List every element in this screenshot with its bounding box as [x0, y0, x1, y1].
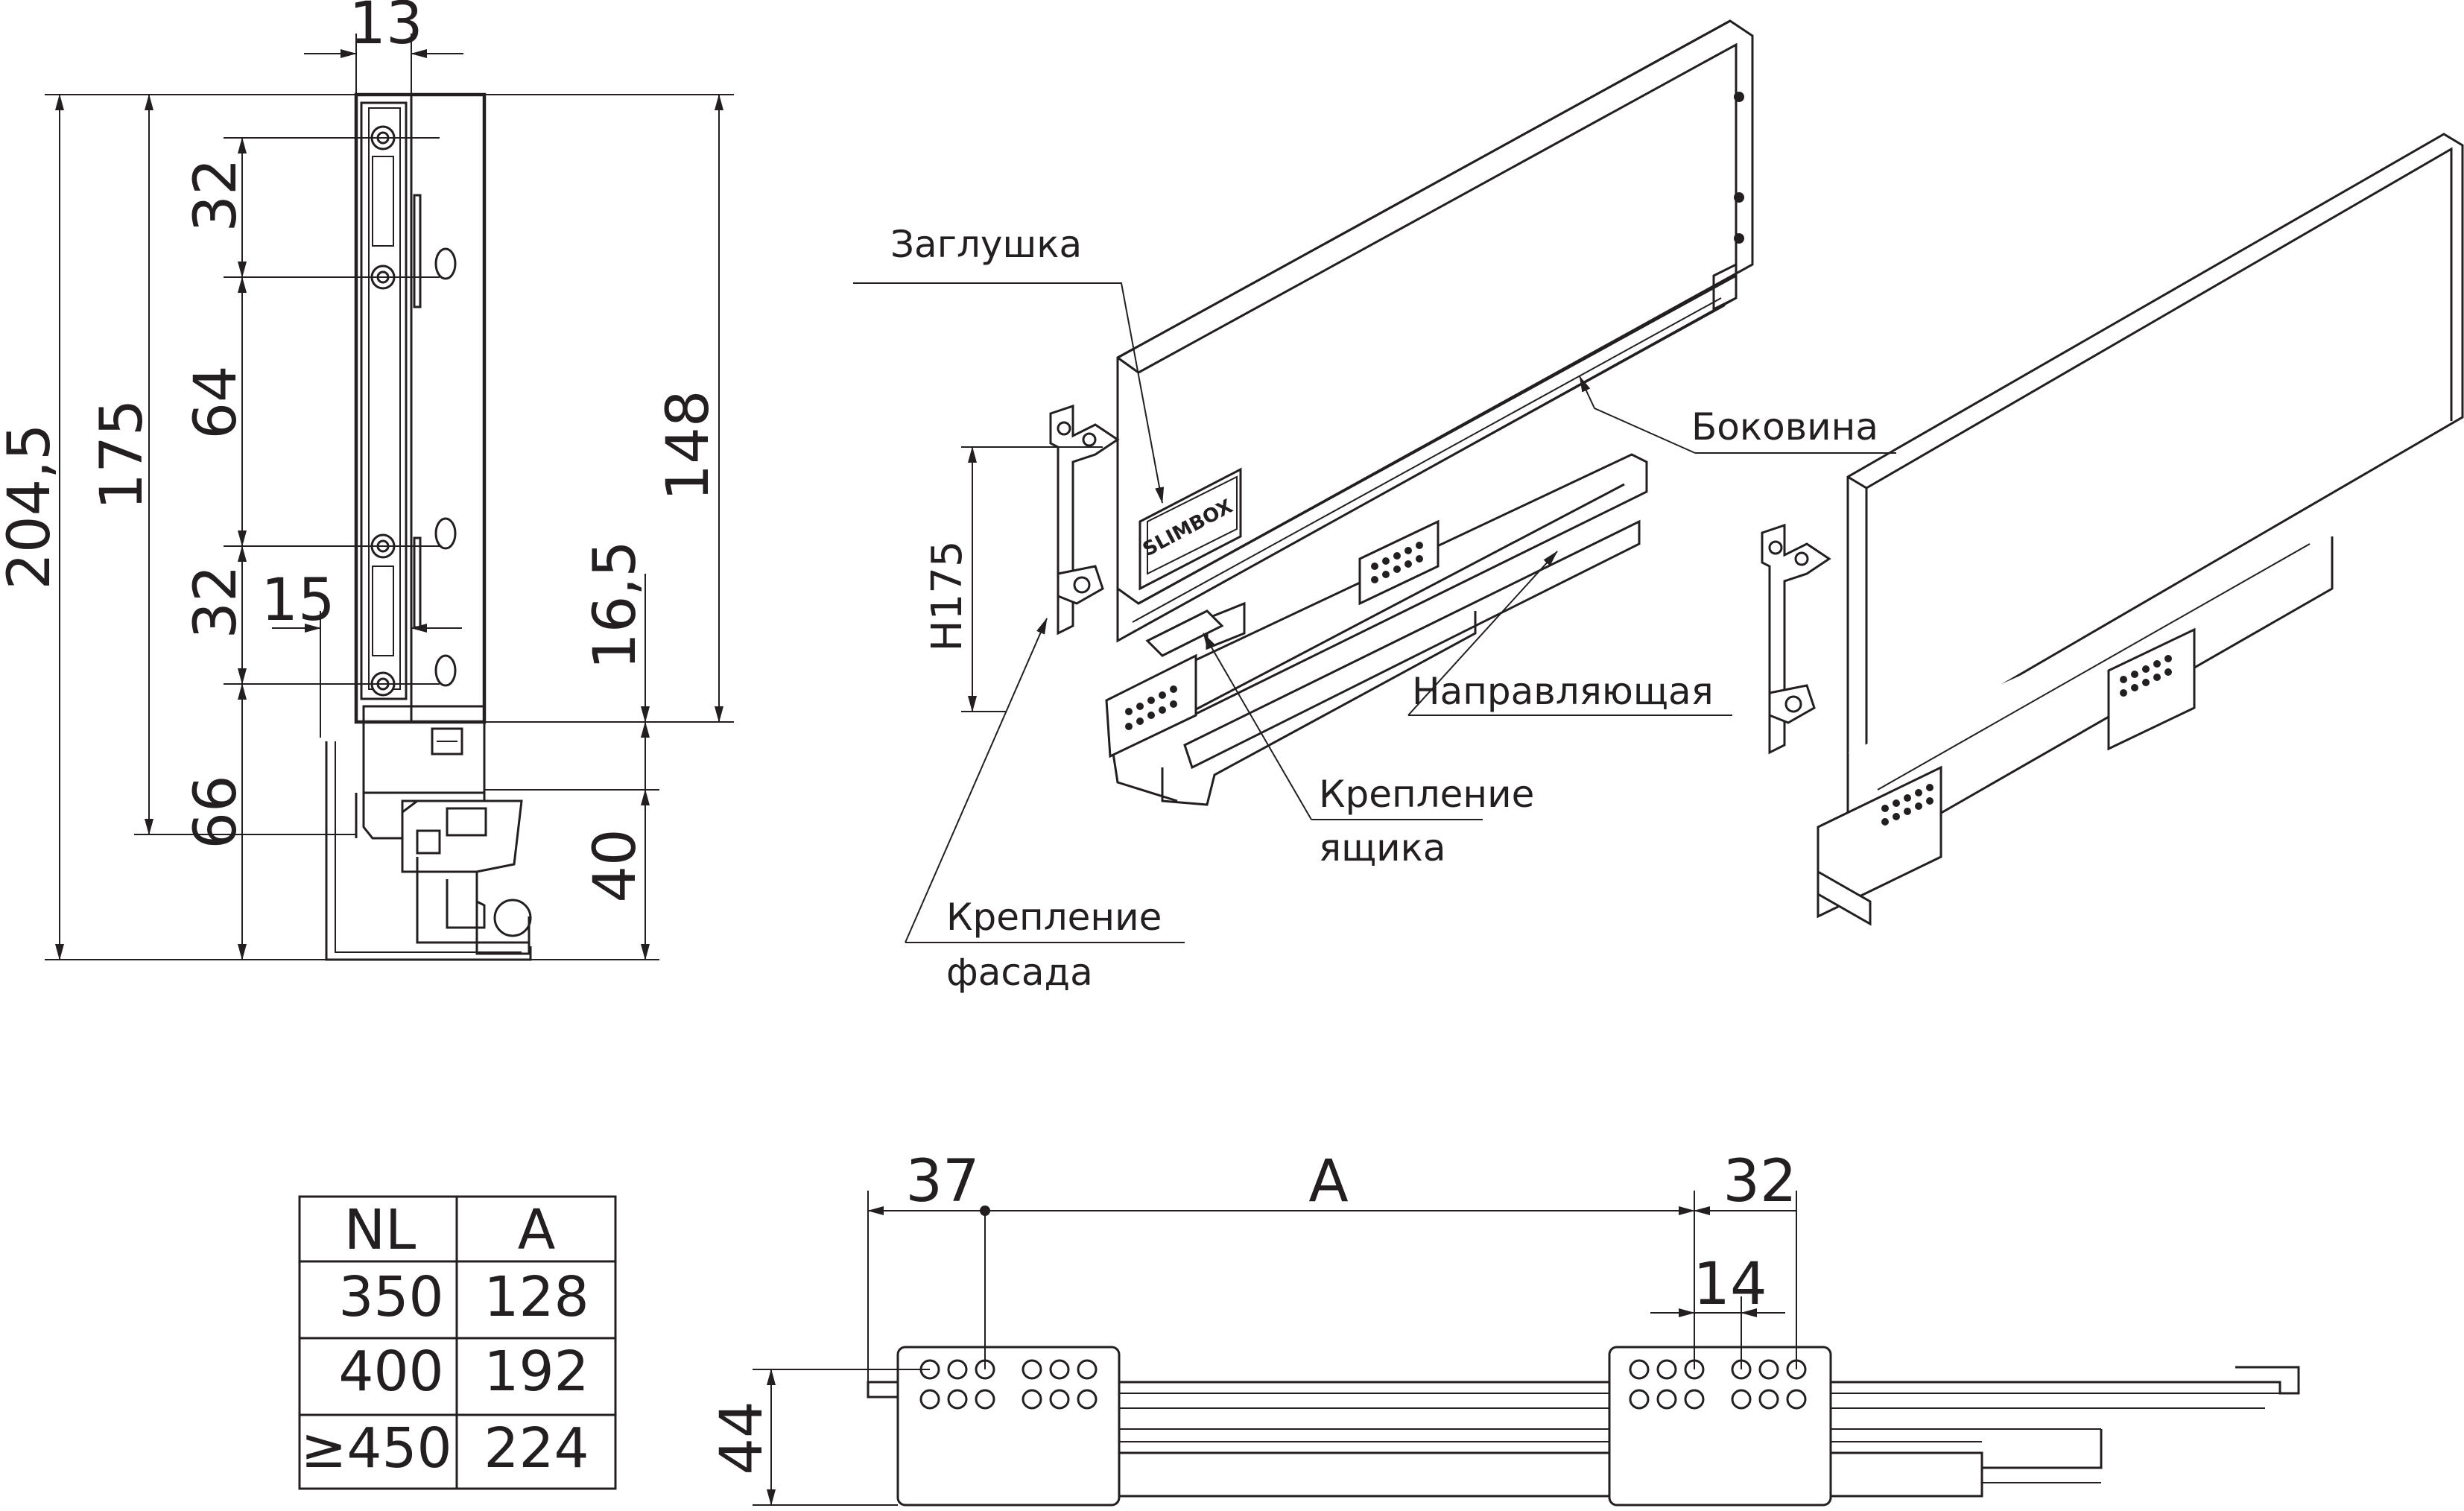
- table-cell: 350: [338, 1265, 443, 1329]
- mounting-strip: [360, 101, 408, 700]
- dim-16-5-label: 16,5: [582, 540, 649, 670]
- side-panel-outline: [354, 92, 487, 724]
- dim-15-label: 15: [261, 567, 335, 634]
- slot-marks: [413, 194, 457, 687]
- runner-section: [325, 705, 532, 961]
- dim-16-5-and-40: 16,5 40: [484, 540, 659, 960]
- dim-44-label: 44: [709, 1401, 776, 1474]
- rear-bracket: [1608, 1346, 1832, 1507]
- dim-64-label: 64: [183, 365, 250, 439]
- dim-40-label: 40: [582, 829, 649, 902]
- dim-204-5: 204,5: [0, 94, 356, 960]
- table-cell: 128: [484, 1265, 589, 1329]
- dim-44: 44: [709, 1369, 930, 1506]
- table-cell: 192: [484, 1340, 589, 1404]
- label-drawer-mount-1: Крепление: [1319, 773, 1534, 816]
- dim-175: 175: [89, 94, 356, 835]
- table-cell: 400: [338, 1340, 443, 1404]
- label-rail: Направляющая: [1412, 670, 1714, 713]
- label-plug: Заглушка: [890, 223, 1082, 266]
- leader-lines: [853, 282, 1896, 943]
- dim-13: 13: [304, 0, 463, 95]
- dim-32-top-label: 32: [183, 158, 250, 232]
- table-header-nl: NL: [344, 1198, 417, 1262]
- dim-204-5-label: 204,5: [0, 423, 63, 589]
- dim-175-label: 175: [89, 399, 156, 510]
- drawer-side-panel: SLIMBOX: [1116, 19, 1754, 643]
- drawer-mount-plate: [1105, 653, 1197, 758]
- rail-front: [1105, 453, 1648, 806]
- isometric-view: SLIMBOX: [853, 19, 2464, 994]
- rail-side-view: 37 A 32 14 44: [709, 1148, 2300, 1507]
- label-h175: H175: [923, 541, 972, 652]
- dim-15: 15: [261, 567, 462, 738]
- front-bracket: [896, 1346, 1121, 1507]
- strip-holes: [370, 125, 396, 697]
- dim-13-label: 13: [349, 0, 422, 57]
- table-cell: 224: [484, 1416, 589, 1480]
- nl-table: NL A 350 128 400 192 ≥450 224: [298, 1195, 617, 1490]
- dim-a-label: A: [1308, 1148, 1348, 1215]
- label-drawer-mount-2: ящика: [1319, 826, 1446, 869]
- table-cell: ≥450: [300, 1416, 452, 1480]
- label-side: Боковина: [1691, 405, 1878, 449]
- dim-37-label: 37: [905, 1148, 979, 1215]
- dim-rail-top: 37 A 32: [867, 1148, 1797, 1397]
- dim-32-rail-label: 32: [1723, 1148, 1796, 1215]
- facade-bracket: [1049, 404, 1120, 636]
- dim-66-label: 66: [183, 775, 250, 849]
- dim-32-bottom-label: 32: [183, 565, 250, 639]
- dim-h175: H175: [923, 446, 1103, 712]
- label-facade-mount-1: Крепление: [946, 896, 1162, 939]
- front-bracket-holes: [919, 1359, 1098, 1410]
- dim-14-label: 14: [1693, 1251, 1767, 1318]
- side-section-view: 13 204,5 175 32 64 32: [0, 0, 734, 961]
- plug-cap: [1138, 467, 1242, 591]
- dim-148-label: 148: [655, 390, 722, 501]
- dim-14: 14: [1650, 1251, 1785, 1369]
- table-header-a: A: [518, 1198, 556, 1262]
- dim-hole-spacing: 32 64 32 66: [183, 137, 440, 960]
- drawer-right: [1761, 133, 2464, 926]
- dim-148: 148: [484, 94, 734, 723]
- label-facade-mount-2: фасада: [946, 951, 1093, 994]
